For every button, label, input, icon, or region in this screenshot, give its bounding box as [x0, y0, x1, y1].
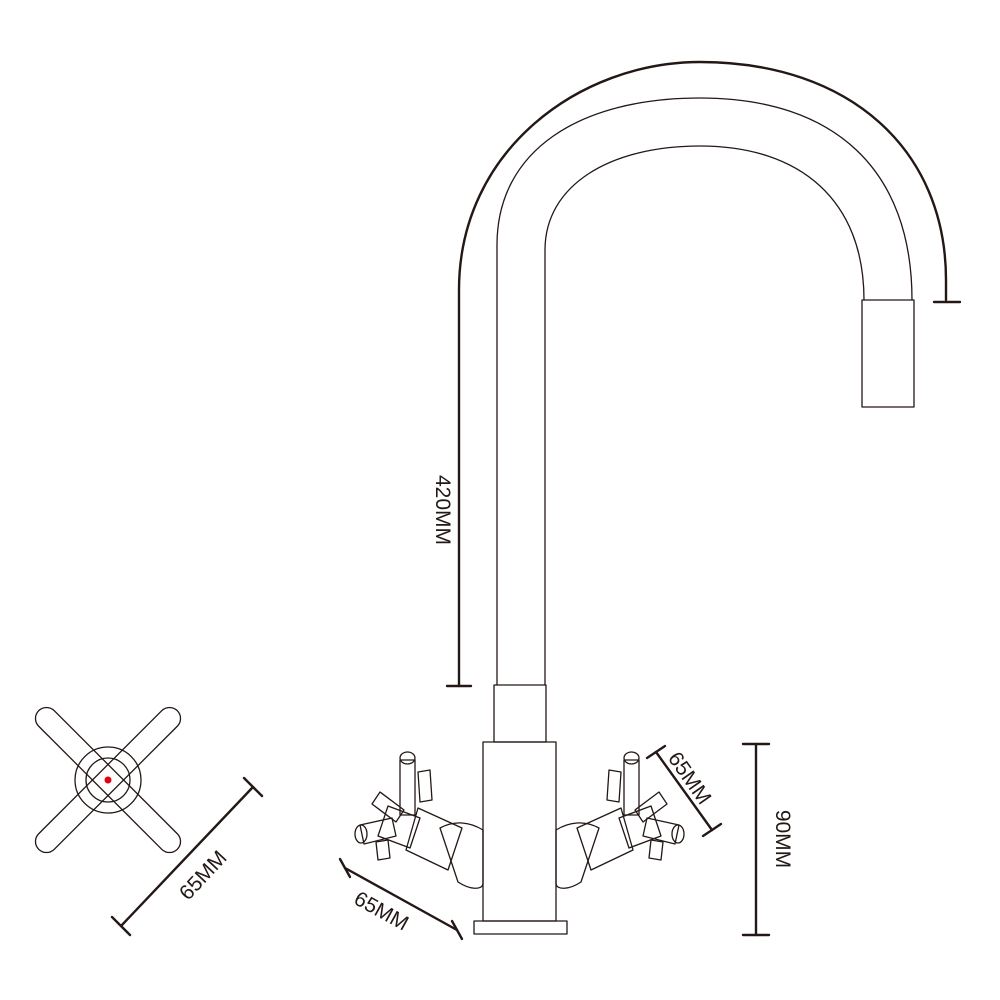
left-handle-stem: [377, 805, 421, 849]
left-cross-arm-cap-front: [354, 824, 368, 844]
left-cross-arm-diagonal: [371, 791, 405, 823]
lever-span-dimension: 65MM: [338, 857, 464, 941]
right-handle-dome: [555, 822, 600, 889]
spout-collar: [493, 684, 547, 743]
right-handle-stem: [618, 805, 662, 849]
right-lever-handle: [555, 751, 685, 889]
cross-handle-arm-b: [34, 706, 182, 854]
left-cross-arm-back: [417, 769, 433, 803]
left-handle-hub: [405, 807, 463, 871]
right-cross-arm-lower: [648, 839, 664, 861]
body-height-label: 90MM: [771, 810, 794, 868]
left-cross-arm-front: [359, 817, 397, 845]
spout-height-dimension-line: [457, 60, 948, 688]
lever-span-tick-left: [338, 857, 352, 879]
right-handle-hub: [576, 807, 634, 871]
left-lever-handle: [354, 751, 484, 889]
faucet-body: [473, 684, 568, 935]
right-cross-arm-diagonal: [634, 791, 668, 823]
handle-width-dimension-line: [119, 785, 255, 928]
right-cross-arm-front: [642, 817, 680, 845]
lever-span-dimension-line: [343, 866, 459, 932]
body-height-dimension: 90MM: [741, 742, 794, 937]
lever-span-label: 65MM: [350, 887, 412, 935]
spout-nozzle: [861, 299, 915, 408]
handle-width-tick-right: [242, 776, 264, 798]
right-cross-arm-back: [606, 769, 622, 803]
lever-side-tick-top: [645, 744, 667, 760]
left-cross-arm-lower: [375, 839, 391, 861]
left-cross-arm-cap-top: [399, 751, 416, 765]
lever-side-dimension-line: [654, 750, 714, 832]
cross-handle-outer-ring: [74, 746, 142, 814]
right-cross-arm-cap-top: [623, 751, 640, 765]
gooseneck-spout: [496, 97, 915, 686]
cross-handle-top-view: [34, 706, 182, 854]
lever-span-tick-right: [450, 919, 464, 941]
hot-indicator-icon: [104, 776, 112, 784]
left-cross-arm-vertical: [399, 759, 416, 816]
lever-side-dimension: 65MM: [645, 744, 723, 838]
body-column: [482, 741, 557, 922]
left-handle-dome: [439, 822, 484, 889]
base-plate: [473, 920, 568, 935]
spout-outer-outline: [496, 97, 913, 686]
cross-handle-arm-a: [34, 706, 182, 854]
handle-width-dimension: 65MM: [110, 776, 264, 937]
handle-width-label: 65MM: [175, 846, 232, 904]
lever-side-tick-bottom: [701, 822, 723, 838]
handle-width-tick-left: [110, 915, 132, 937]
spout-inner-outline: [544, 145, 865, 686]
spout-height-dimension: 420MM: [431, 60, 962, 688]
right-cross-arm-vertical: [623, 759, 640, 816]
cross-handle-inner-cap: [85, 757, 131, 803]
right-cross-arm-cap-front: [671, 824, 685, 844]
spout-height-label: 420MM: [431, 475, 454, 545]
